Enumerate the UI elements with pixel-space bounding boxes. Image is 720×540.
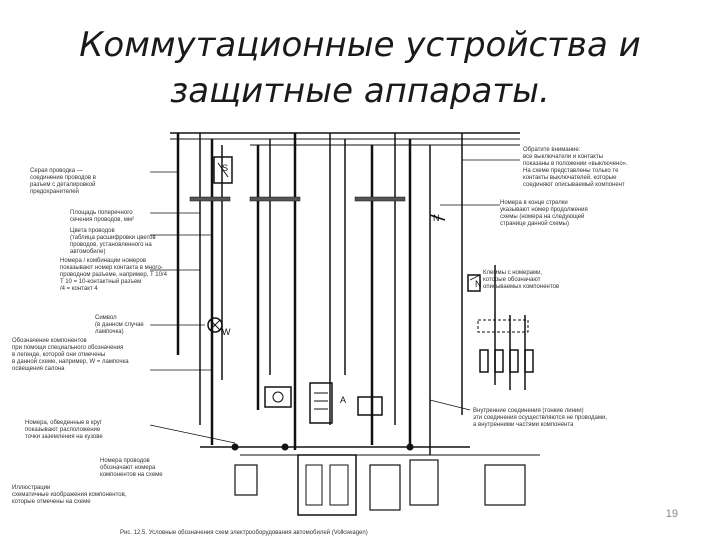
slide-title-line-2: защитные аппараты. <box>170 71 550 111</box>
svg-text:N: N <box>433 213 440 223</box>
right-note-1: Обратите внимание: все выключатели и кон… <box>523 147 628 188</box>
left-note-8: Номера проводов обозначают номера компон… <box>100 458 163 478</box>
svg-text:W: W <box>222 327 231 337</box>
figure-caption: Рис. 12.5. Условные обозначения схем эле… <box>120 530 368 536</box>
left-note-6: Обозначение компонентов при помощи специ… <box>12 338 129 372</box>
right-note-4: Внутренние соединения (тонкие линии) эти… <box>473 408 607 428</box>
svg-text:S: S <box>222 163 228 173</box>
left-note-1: Серая проводка — соединение проводов в р… <box>30 168 96 195</box>
left-note-4: Номера / комбинации номеров показывают н… <box>60 258 167 292</box>
left-note-2: Площадь поперечного сечения проводов, мм… <box>70 210 135 223</box>
left-note-3: Цвета проводов (таблица расшифровки цвет… <box>70 228 156 255</box>
slide-title: Коммутационные устройства и защитные апп… <box>0 22 720 114</box>
right-note-3: Клеммы с номерами, которые обозначают оп… <box>483 270 560 290</box>
right-note-2: Номера в конце стрелки указывают номер п… <box>500 200 588 227</box>
svg-text:A: A <box>340 395 346 405</box>
slide-title-line-1: Коммутационные устройства и <box>79 25 641 65</box>
svg-text:N: N <box>475 279 482 289</box>
wiring-diagram: S N W A N <box>149 132 540 516</box>
page-number: 19 <box>665 508 678 520</box>
left-note-9: Иллюстрации схематичные изображения комп… <box>12 485 127 505</box>
left-note-5: Символ (в данном случае лампочка) <box>95 315 144 335</box>
left-note-7: Номера, обведенные в круг показывают рас… <box>25 420 103 440</box>
